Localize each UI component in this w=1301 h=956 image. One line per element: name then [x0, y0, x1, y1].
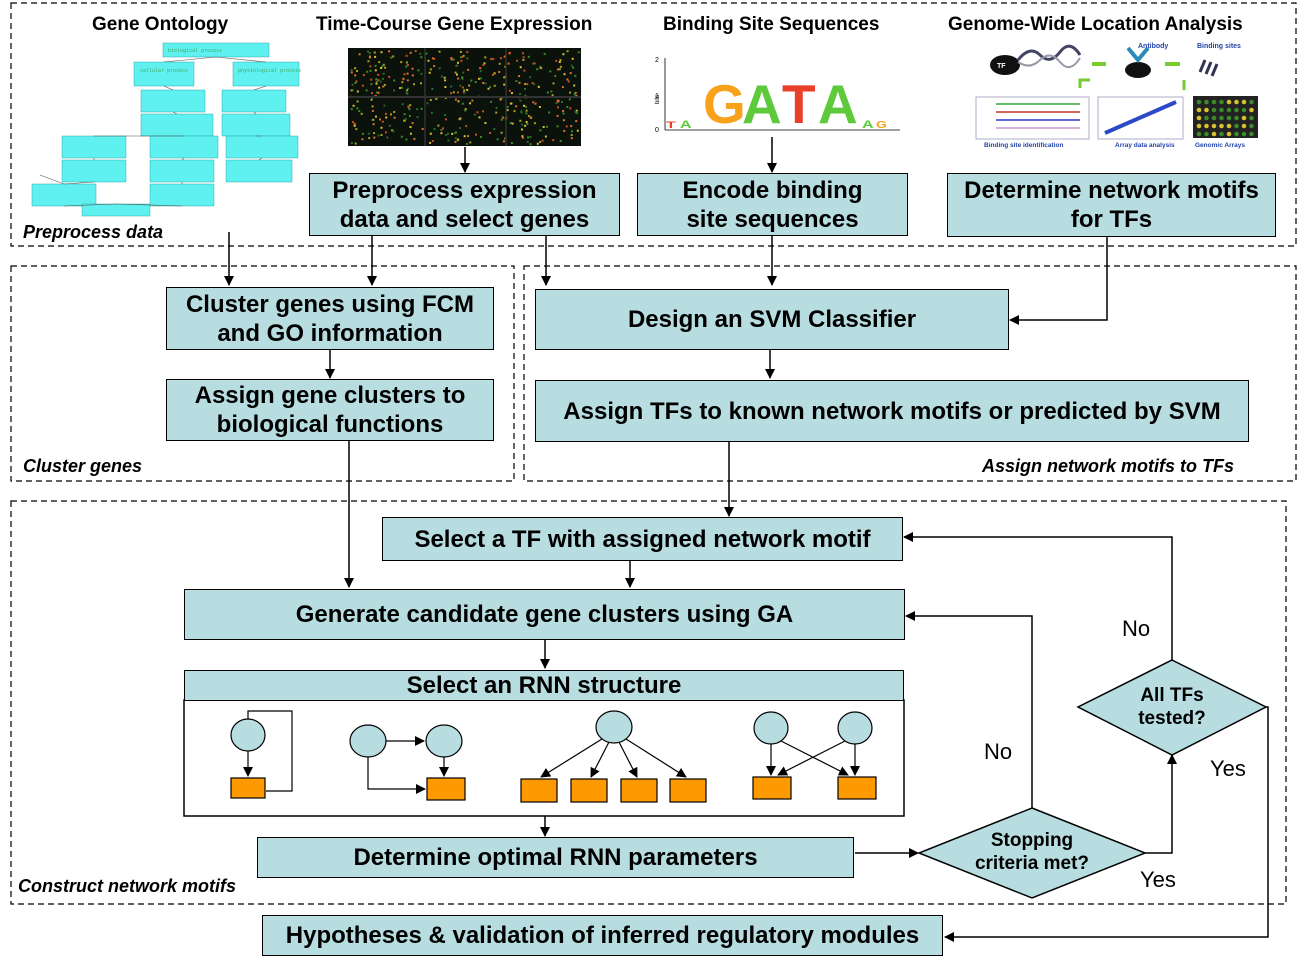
binding-logo-graphic: 2 1 0 bits T A G A T A A G	[655, 57, 900, 135]
select-tf-box: Select a TF with assigned network motif	[382, 517, 903, 561]
gene-node	[520, 778, 558, 803]
logo-letter-g: G	[703, 73, 746, 135]
arrows	[224, 137, 1269, 942]
tf-node	[595, 710, 633, 744]
preprocess-expression-box: Preprocess expression data and select ge…	[309, 173, 620, 236]
section-assign-label: Assign network motifs to TFs	[982, 456, 1235, 476]
gene-node	[570, 778, 608, 803]
rnn-motifs	[230, 710, 877, 803]
decision-stopping-label: Stopping criteria met?	[974, 830, 1090, 874]
section-cluster-frame	[10, 265, 515, 482]
binding-sites-title: Binding Site Sequences	[663, 14, 880, 35]
section-construct-label: Construct network motifs	[18, 876, 237, 896]
logo-letter-a: A	[818, 73, 858, 135]
svg-text:Genomic Arrays: Genomic Arrays	[1195, 142, 1245, 149]
logo-letter-a: A	[742, 73, 782, 135]
gene-node	[230, 777, 266, 799]
time-course-graphic	[348, 48, 581, 146]
design-svm-box: Design an SVM Classifier	[535, 289, 1009, 350]
svg-text:Binding sites: Binding sites	[1197, 43, 1241, 50]
svg-text:Antibody: Antibody	[1138, 43, 1168, 50]
section-assign-frame	[523, 265, 1297, 482]
gene-ontology-graphic: biological process cellular process phys…	[31, 42, 301, 217]
svg-text:physiological process: physiological process	[238, 68, 301, 74]
time-course-title: Time-Course Gene Expression	[316, 14, 593, 35]
gene-node	[669, 778, 707, 803]
arrow-motifs-to-svm	[1009, 237, 1108, 325]
edge-label-no-stopping: No	[984, 739, 1013, 764]
svg-text:Array data analysis: Array data analysis	[1115, 142, 1175, 149]
edge-label-yes-alltfs: Yes	[1210, 756, 1246, 781]
decision-all-tfs	[1076, 659, 1268, 756]
generate-clusters-box: Generate candidate gene clusters using G…	[184, 589, 905, 640]
encode-binding-box: Encode binding site sequences	[637, 173, 908, 236]
select-rnn-box: Select an RNN structure	[184, 670, 904, 701]
gene-node	[620, 778, 658, 803]
section-construct-frame	[10, 500, 1287, 905]
location-analysis-title: Genome-Wide Location Analysis	[948, 14, 1243, 35]
svg-text:Binding site identification: Binding site identification	[984, 142, 1063, 149]
decision-stopping	[916, 807, 1148, 899]
logo-letter-t: T	[782, 73, 816, 135]
gene-node	[837, 776, 877, 800]
determine-motifs-box: Determine network motifs for TFs	[947, 173, 1276, 237]
arrow-stopping-yes	[1145, 754, 1177, 854]
section-preprocess-frame	[10, 2, 1297, 247]
assign-clusters-box: Assign gene clusters to biological funct…	[166, 379, 494, 441]
tf-node	[349, 724, 387, 758]
tf-node	[837, 711, 873, 745]
tf-node	[753, 711, 789, 745]
svg-text:A: A	[862, 118, 874, 131]
determine-rnn-box: Determine optimal RNN parameters	[257, 837, 854, 878]
assign-tfs-box: Assign TFs to known network motifs or pr…	[535, 380, 1249, 442]
hypotheses-box: Hypotheses & validation of inferred regu…	[262, 915, 943, 956]
tf-node	[230, 718, 266, 752]
edge-label-no-alltfs: No	[1122, 616, 1151, 641]
gene-node	[426, 777, 466, 801]
svg-text:G: G	[876, 119, 887, 130]
svg-text:A: A	[680, 118, 692, 131]
location-analysis-graphic: TF Antibody Binding sites Binding site i…	[975, 43, 1258, 149]
gene-node	[752, 776, 792, 800]
edge-label-yes-stopping: Yes	[1140, 867, 1176, 892]
arrow-stopping-no	[905, 611, 1033, 808]
svg-text:biological process: biological process	[168, 48, 222, 54]
svg-text:TF: TF	[997, 63, 1006, 70]
svg-text:2: 2	[655, 57, 659, 64]
arrow-alltfs-no	[903, 532, 1173, 660]
svg-text:T: T	[666, 119, 676, 130]
tf-node	[425, 724, 463, 758]
svg-text:1: 1	[655, 93, 659, 100]
svg-text:cellular process: cellular process	[140, 68, 188, 74]
section-preprocess-label: Preprocess data	[23, 222, 164, 242]
svg-text:0: 0	[655, 127, 659, 134]
section-cluster-label: Cluster genes	[23, 456, 143, 476]
cluster-genes-box: Cluster genes using FCM and GO informati…	[166, 287, 494, 350]
decision-all-tfs-label: All TFs tested?	[1138, 685, 1206, 729]
svg-text:bits: bits	[655, 95, 661, 104]
gene-ontology-title: Gene Ontology	[92, 14, 229, 35]
